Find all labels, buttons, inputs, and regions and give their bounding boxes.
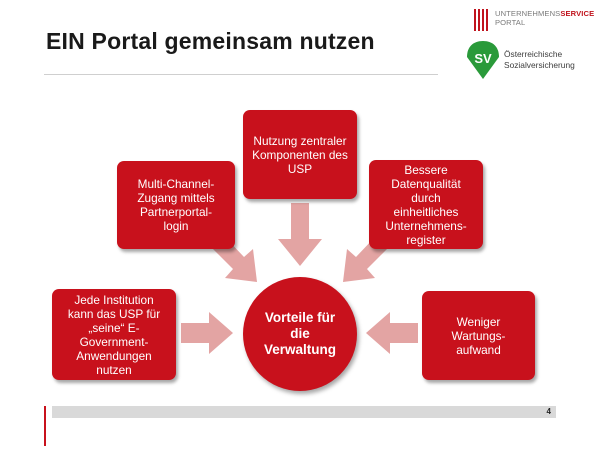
sv-emblem-icon: SV (467, 41, 499, 79)
arrow-from-maintenance (366, 312, 418, 354)
benefit-box-multichannel: Multi-Channel- Zugang mittels Partnerpor… (117, 161, 235, 249)
sv-emblem-letters: SV (474, 51, 492, 66)
title-divider (44, 74, 438, 75)
benefit-box-institution: Jede Institution kann das USP für „seine… (52, 289, 176, 380)
sv-logo: SV Österreichische Sozialversicherung (466, 40, 596, 80)
sv-logo-line1: Österreichische (504, 49, 563, 59)
usp-logo-line1-b: SERVICE (560, 9, 595, 18)
arrow-from-institution (181, 312, 233, 354)
arrow-from-quality (343, 238, 387, 282)
benefit-box-maintenance: Weniger Wartungs- aufwand (422, 291, 535, 380)
arrow-from-components (278, 203, 322, 266)
sv-logo-line2: Sozialversicherung (504, 59, 575, 70)
benefit-multichannel-text: Multi-Channel- Zugang mittels Partnerpor… (137, 177, 215, 233)
benefit-components-text: Nutzung zentraler Komponenten des USP (252, 133, 348, 176)
benefit-box-quality: Bessere Datenqualität durch einheitliche… (369, 160, 483, 249)
slide-title: EIN Portal gemeinsam nutzen (46, 28, 375, 54)
arrow-from-multichannel (213, 238, 257, 282)
usp-logo: UNTERNEHMENSSERVICE PORTAL (474, 8, 594, 34)
center-circle: Vorteile für die Verwaltung (243, 277, 357, 391)
usp-logo-text: UNTERNEHMENSSERVICE PORTAL (495, 9, 594, 27)
footer-bar (52, 406, 556, 418)
benefit-institution-text: Jede Institution kann das USP für „seine… (67, 292, 161, 377)
usp-bars-icon (474, 9, 492, 31)
page-number: 4 (546, 407, 551, 416)
sv-logo-text: Österreichische Sozialversicherung (504, 49, 575, 70)
benefit-quality-text: Bessere Datenqualität durch einheitliche… (385, 162, 467, 247)
center-circle-text: Vorteile für die Verwaltung (263, 310, 336, 357)
benefit-maintenance-text: Weniger Wartungs- aufwand (451, 314, 506, 357)
benefit-box-components: Nutzung zentraler Komponenten des USP (243, 110, 357, 199)
footer-accent-line (44, 406, 46, 446)
usp-logo-line2: PORTAL (495, 18, 526, 27)
usp-logo-line1-a: UNTERNEHMENS (495, 9, 561, 18)
